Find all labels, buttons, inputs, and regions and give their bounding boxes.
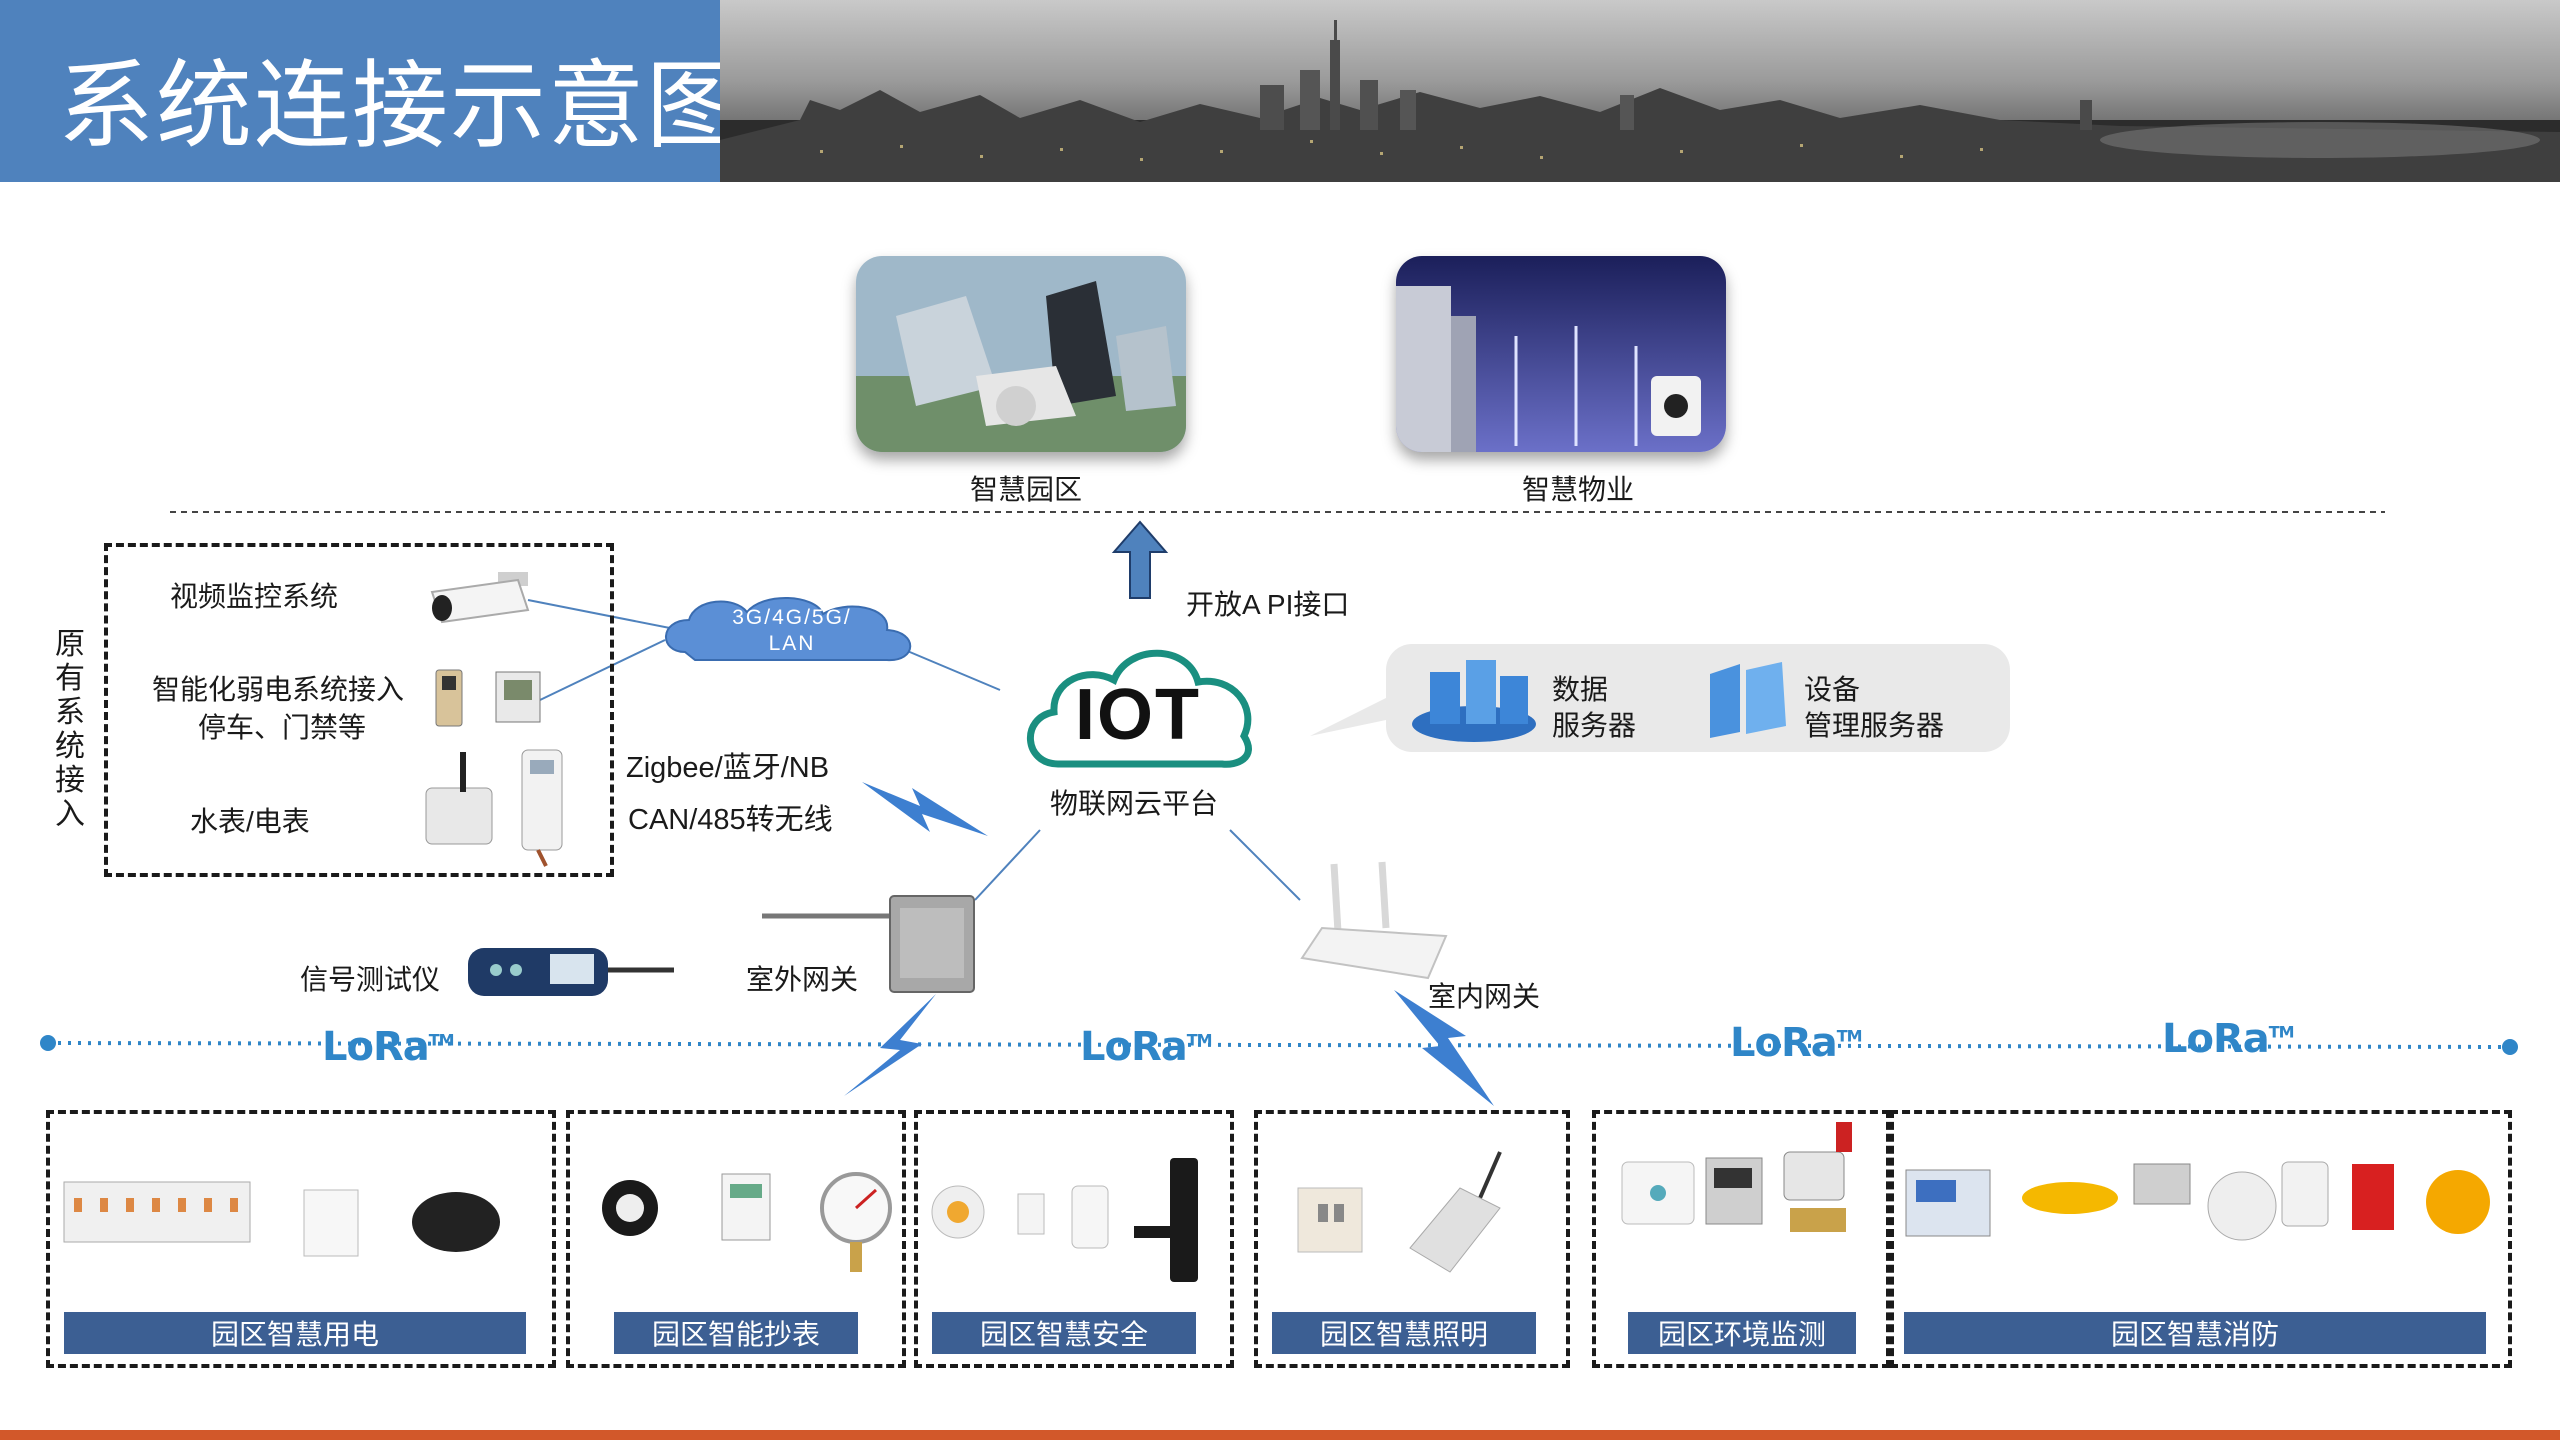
lora-badge-2: LoRaTM — [1080, 1024, 1213, 1070]
device-server-icon — [1710, 662, 1786, 738]
fire-devices-icon — [1905, 1161, 2490, 1241]
category-label-power: 园区智慧用电 — [64, 1312, 526, 1354]
access-panel-icon — [435, 669, 541, 727]
category-label-meter: 园区智能抄表 — [614, 1312, 858, 1354]
category-label-environment: 园区环境监测 — [1628, 1312, 1856, 1354]
lighting-devices-icon — [1297, 1151, 1502, 1273]
lightning-left-icon — [844, 994, 936, 1096]
servers-panel — [1310, 644, 2010, 752]
water-electric-meter-label: 水表/电表 — [190, 806, 310, 837]
iot-platform-label: 物联网云平台 — [1050, 788, 1219, 819]
lightning-right-icon — [1394, 990, 1494, 1106]
signal-tester-icon — [468, 948, 674, 996]
iot-logo-text: IOT — [1075, 675, 1201, 755]
lora-badge-1: LoRaTM — [322, 1024, 455, 1070]
data-server-line1: 数据 — [1552, 674, 1609, 705]
video-surveillance-label: 视频监控系统 — [170, 581, 339, 612]
lora-badge-3: LoRaTM — [1730, 1020, 1863, 1066]
data-server-icon — [1412, 660, 1536, 742]
protocol-line2: CAN/485转无线 — [628, 804, 833, 836]
iot-cloud-icon — [1026, 649, 1252, 768]
indoor-gateway-label: 室内网关 — [1428, 981, 1541, 1012]
security-devices-icon — [931, 1158, 1198, 1282]
page-title: 系统连接示意图 — [58, 53, 744, 160]
wireless-lightning-icon — [862, 782, 988, 836]
category-box-fire — [1890, 1110, 2512, 1368]
cloud-line1: 3G/4G/5G/ — [732, 606, 852, 629]
smart-property-label: 智慧物业 — [1522, 474, 1635, 505]
data-server-line2: 服务器 — [1552, 710, 1637, 741]
weak-current-label: 智能化弱电系统接入 — [152, 674, 405, 705]
protocol-line1: Zigbee/蓝牙/NB — [626, 752, 830, 784]
up-arrow-icon — [1111, 520, 1169, 599]
indoor-gateway-icon — [1300, 861, 1448, 980]
category-label-security: 园区智慧安全 — [932, 1312, 1196, 1354]
meter-reading-devices-icon — [602, 1172, 892, 1272]
category-box-power — [46, 1110, 556, 1368]
category-label-fire: 园区智慧消防 — [1904, 1312, 2486, 1354]
legacy-vertical-label: 原 有 系 统 接 入 — [55, 628, 85, 831]
outdoor-gateway-icon — [762, 895, 975, 993]
smart-park-image — [856, 256, 1186, 452]
category-box-security — [914, 1110, 1234, 1368]
cloud-line2: LAN — [768, 632, 816, 655]
environment-devices-icon — [1621, 1122, 1852, 1232]
skyline-image — [720, 0, 2560, 182]
title-bar — [0, 0, 720, 182]
parking-access-label: 停车、门禁等 — [198, 712, 367, 743]
network-cloud-icon — [665, 597, 912, 662]
power-devices-icon — [63, 1181, 500, 1257]
category-label-lighting: 园区智慧照明 — [1272, 1312, 1536, 1354]
category-box-meter — [566, 1110, 906, 1368]
signal-tester-label: 信号测试仪 — [300, 964, 441, 995]
smart-property-image — [1396, 256, 1726, 452]
outdoor-gateway-label: 室外网关 — [746, 964, 859, 995]
device-server-line1: 设备 — [1804, 674, 1861, 705]
legacy-systems-box — [104, 543, 614, 877]
meter-devices-icon — [425, 749, 563, 867]
category-box-lighting — [1254, 1110, 1570, 1368]
camera-icon — [430, 572, 530, 624]
bottom-accent-stripe — [0, 1430, 2560, 1440]
api-label: 开放A PI接口 — [1186, 589, 1350, 620]
city-skyline-banner — [720, 0, 2560, 182]
smart-park-label: 智慧园区 — [970, 474, 1083, 505]
lora-badge-4: LoRaTM — [2162, 1016, 2295, 1062]
device-server-line2: 管理服务器 — [1804, 710, 1945, 741]
category-box-environment — [1592, 1110, 1890, 1368]
